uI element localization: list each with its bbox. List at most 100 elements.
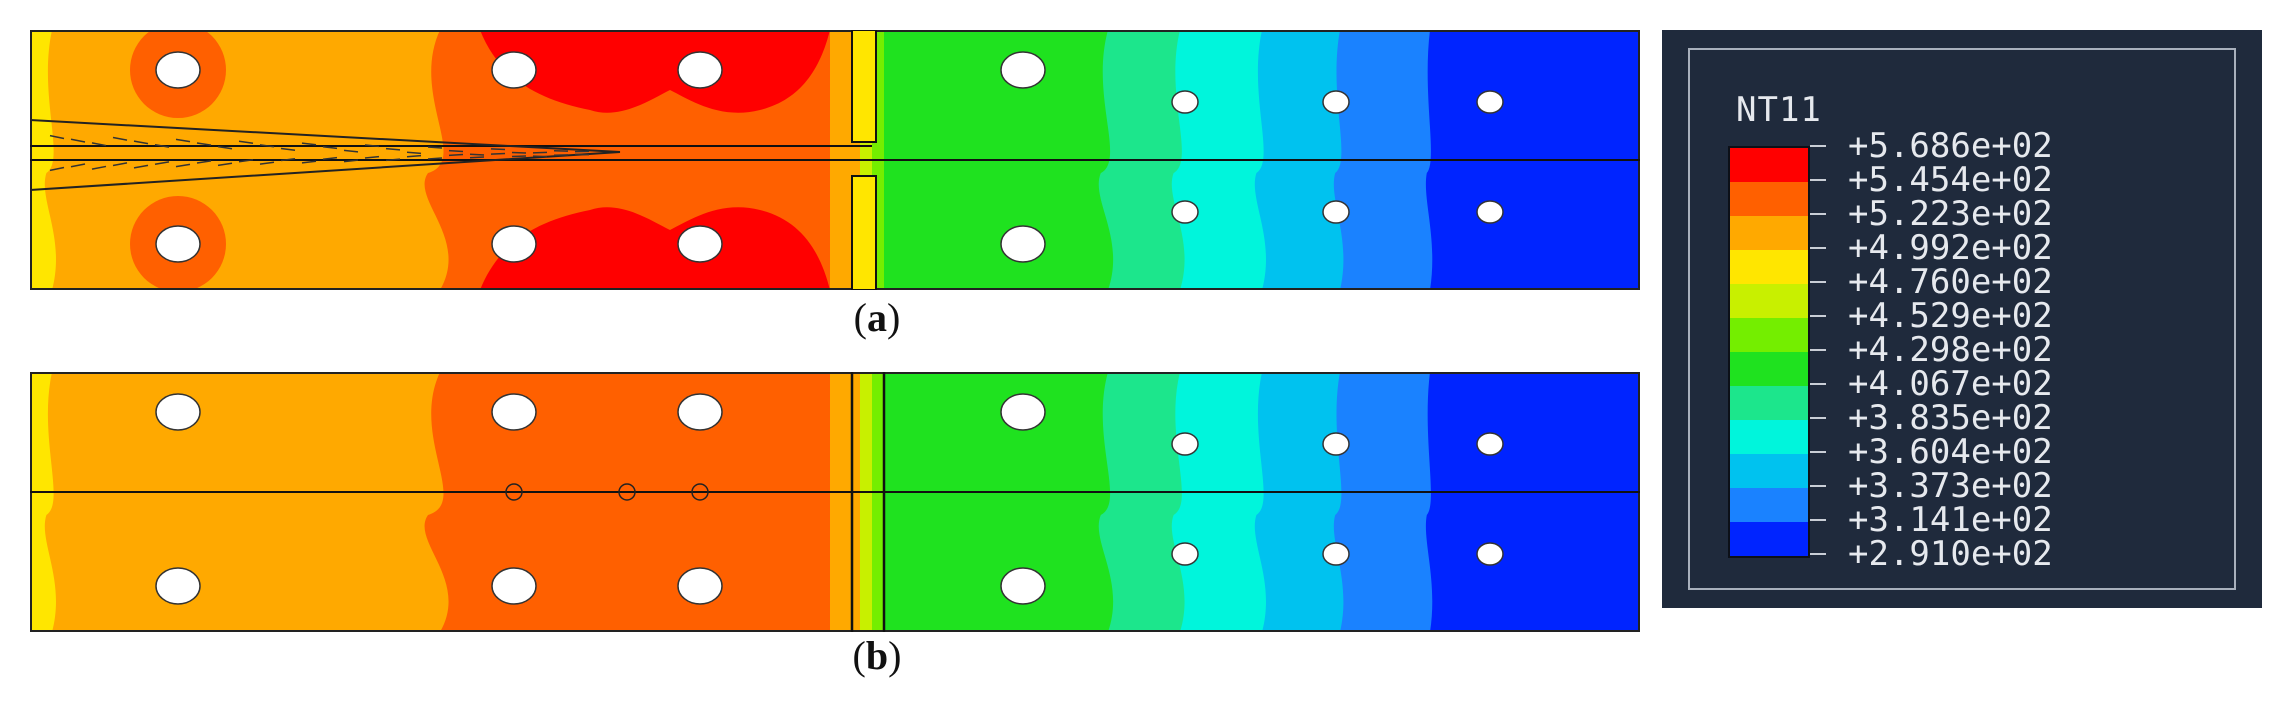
bolt-hole (677, 393, 723, 431)
contour-band-medium-blue (1333, 372, 1440, 632)
seam-rivet (618, 483, 636, 501)
legend-tick (1810, 315, 1826, 317)
bolt-hole (155, 567, 201, 605)
bolt-hole-small (1171, 432, 1199, 456)
crack-texture (448, 149, 464, 153)
caption-b: (b) (852, 633, 902, 678)
bolt-hole (155, 393, 201, 431)
contour-plot-a (30, 30, 1640, 290)
legend-tick (1810, 349, 1826, 351)
legend-value-label: +4.992e+02 (1848, 228, 2053, 268)
crack-texture (133, 140, 149, 145)
crack-texture (196, 142, 212, 146)
crack-texture (49, 166, 65, 172)
crack-texture (364, 155, 380, 159)
bolt-hole-small (1476, 542, 1504, 566)
bolt-hole-small (1476, 432, 1504, 456)
slot-top (851, 30, 877, 143)
contour-band-light-blue (1254, 372, 1350, 632)
crack-texture (385, 147, 401, 151)
crack-texture (154, 161, 170, 165)
contour-band-dark-orange (424, 372, 830, 632)
bolt-hole (491, 51, 537, 89)
crack-texture (259, 144, 275, 148)
crack-texture (280, 157, 296, 162)
crack-texture (469, 156, 485, 159)
legend-value-label: +3.141e+02 (1848, 500, 2053, 540)
bolt-hole (677, 51, 723, 89)
contour-hot-zone-bottom (480, 207, 830, 290)
crack-texture (217, 145, 233, 150)
legend-color-bar (1728, 146, 1810, 558)
crack-outline (30, 119, 621, 191)
bolt-hole (491, 567, 537, 605)
crack-texture (217, 162, 233, 167)
crack-texture (322, 156, 338, 160)
plate-svg (30, 372, 1640, 632)
bolt-hole-small (1171, 542, 1199, 566)
legend-value-label: +4.067e+02 (1848, 364, 2053, 404)
bolt-hole (491, 225, 537, 263)
seam-rivet (691, 483, 709, 501)
crack-texture (112, 136, 128, 141)
crack-texture (490, 152, 506, 155)
legend-title: NT11 (1736, 90, 1822, 130)
legend-value-label: +5.223e+02 (1848, 194, 2053, 234)
crack-texture (343, 159, 359, 163)
legend-tick (1810, 485, 1826, 487)
crack-texture (406, 154, 422, 158)
legend-value-label: +4.298e+02 (1848, 330, 2053, 370)
crack-texture (280, 147, 296, 152)
crack-texture (385, 158, 401, 162)
bolt-hole-small (1476, 90, 1504, 114)
legend-color-swatch (1730, 284, 1808, 318)
legend-color-swatch (1730, 454, 1808, 488)
crack-texture (511, 151, 527, 154)
legend-value-label: +3.604e+02 (1848, 432, 2053, 472)
crack-texture (427, 146, 443, 149)
legend-panel: NT11 +5.686e+02+5.454e+02+5.223e+02+4.99… (1662, 30, 2262, 608)
bolt-hole-small (1322, 432, 1350, 456)
crack-texture (196, 160, 212, 164)
legend-color-swatch (1730, 250, 1808, 284)
contour-band-green (884, 372, 1114, 632)
legend-color-swatch (1730, 148, 1808, 182)
crack-texture (238, 159, 254, 163)
plate-svg (30, 30, 1640, 290)
legend-tick (1810, 417, 1826, 419)
bolt-hole (1000, 393, 1046, 431)
legend-color-swatch (1730, 182, 1808, 216)
bolt-hole (1000, 225, 1046, 263)
legend-tick (1810, 213, 1826, 215)
legend-value-label: +3.835e+02 (1848, 398, 2053, 438)
bolt-hole (1000, 567, 1046, 605)
crack-texture (301, 160, 317, 164)
crack-texture (322, 146, 338, 150)
legend-tick (1810, 451, 1826, 453)
crack-texture (154, 144, 170, 148)
legend-value-label: +5.686e+02 (1848, 126, 2053, 166)
bolt-hole-small (1171, 90, 1199, 114)
contour-band-light-green (872, 372, 884, 632)
legend-tick (1810, 145, 1826, 147)
legend-color-swatch (1730, 488, 1808, 522)
bolt-hole-small (1171, 200, 1199, 224)
contour-band-blue (1425, 372, 1640, 632)
bolt-hole-small (1476, 200, 1504, 224)
bolt-hole (1000, 51, 1046, 89)
crack-texture (301, 142, 317, 146)
caption-a: (a) (853, 295, 901, 340)
legend-value-label: +5.454e+02 (1848, 160, 2053, 200)
legend-frame (1688, 48, 2236, 590)
legend-color-swatch (1730, 386, 1808, 420)
crack-texture (112, 162, 128, 167)
bolt-hole-small (1322, 200, 1350, 224)
crack-texture (175, 138, 191, 143)
crack-texture (343, 149, 359, 153)
bolt-hole-small (1322, 542, 1350, 566)
bolt-hole (155, 225, 201, 263)
contour-band-yellow-green (860, 372, 872, 632)
bolt-hole-small (1322, 90, 1350, 114)
legend-tick (1810, 247, 1826, 249)
legend-tick (1810, 383, 1826, 385)
